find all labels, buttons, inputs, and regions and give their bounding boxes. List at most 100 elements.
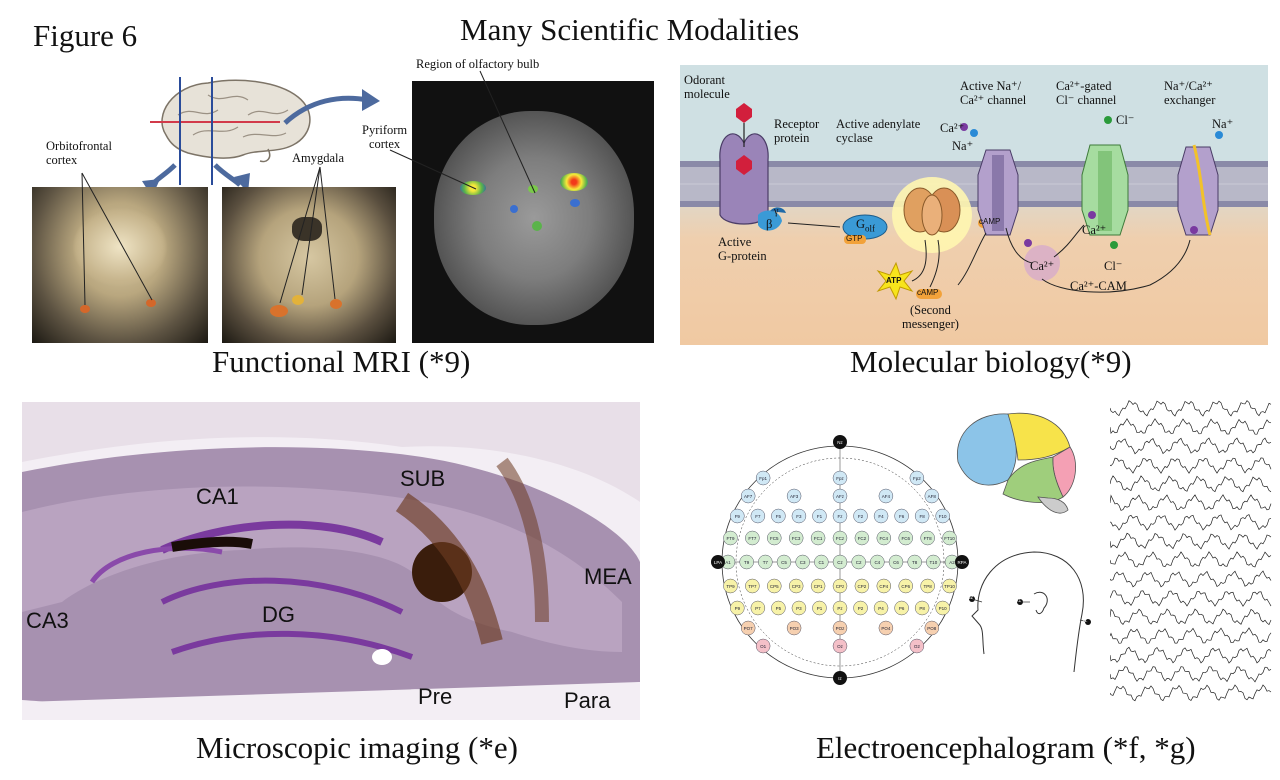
electrode-f6	[894, 508, 909, 524]
eeg-trace	[1110, 608, 1272, 626]
electrode-cp4	[876, 578, 892, 594]
electrode-label: C6	[893, 560, 899, 565]
electrode-af4	[878, 488, 894, 504]
electrode-label: Fp2	[913, 476, 921, 481]
hippocampus-stain	[22, 402, 640, 720]
eeg-trace	[1110, 418, 1272, 435]
electrode-label: F9	[735, 514, 741, 519]
eeg-trace	[1110, 457, 1272, 474]
electrode-label: FC4	[880, 536, 889, 541]
electrode-label: P9	[735, 606, 741, 611]
electrode-label: F5	[776, 514, 782, 519]
electrode-label: P4	[878, 606, 884, 611]
coronal-line-1	[179, 77, 181, 185]
electrode-c4	[870, 554, 885, 570]
electrode-label: FT9	[726, 536, 734, 541]
electrode-label: Fp1	[759, 476, 767, 481]
electrode-fc3	[788, 530, 804, 546]
electrode-label: TP7	[748, 584, 757, 589]
electrode-p8	[914, 600, 930, 616]
electrode-c6	[888, 554, 904, 570]
electrode-c3	[795, 554, 810, 570]
electrode-label: CP4	[879, 584, 888, 589]
eeg-trace	[1110, 666, 1272, 683]
ca-cam-label: Ca²⁺-CAM	[1070, 279, 1127, 293]
electrode-ft8	[920, 530, 935, 546]
electrode-p5	[771, 600, 786, 616]
caption-microscopic: Microscopic imaging (*e)	[196, 730, 518, 765]
electrode-p3	[791, 600, 807, 616]
eeg-trace	[1110, 514, 1272, 531]
electrode-label: T10	[929, 560, 937, 565]
gtp-label: GTP	[846, 234, 863, 243]
electrode-label: P6	[899, 606, 905, 611]
fmri-pointer-lines	[81, 70, 536, 306]
eeg-trace	[1110, 570, 1272, 588]
electrode-afz	[832, 488, 848, 504]
amygdala-label: Amygdala	[292, 151, 345, 165]
eeg-trace	[1110, 590, 1272, 607]
head-label-a1: A1	[1015, 598, 1022, 604]
electrode-label: RPA	[958, 560, 967, 565]
electrode-cp6	[898, 578, 913, 594]
electrode-label: TP9	[726, 584, 735, 589]
electrode-label: F6	[899, 514, 905, 519]
electrode-f1	[812, 508, 827, 524]
electrode-rpa	[955, 555, 969, 569]
electrode-po4	[878, 620, 894, 636]
electrode-label: FCz	[836, 536, 845, 541]
electrode-label: Oz	[837, 644, 844, 649]
electrode-label: AF3	[790, 494, 799, 499]
electrode-label: F2	[858, 514, 864, 519]
olfactory-label: Region of olfactory bulb	[416, 57, 540, 71]
electrode-c5	[776, 554, 792, 570]
electrode-label: O1	[760, 644, 767, 649]
electrode-label: Cz	[837, 560, 843, 565]
electrode-tp8	[920, 578, 935, 594]
electrode-label: C4	[874, 560, 880, 565]
electrode-label: F8	[919, 514, 925, 519]
eeg-trace	[1110, 684, 1272, 702]
ion-na-outside: Na⁺	[952, 139, 974, 153]
electrode-label: FC2	[858, 536, 867, 541]
electrode-fcz	[832, 530, 848, 546]
electrode-label: FT7	[748, 536, 756, 541]
electrode-fc4	[876, 530, 892, 546]
electrode-poz	[832, 620, 848, 636]
electrode-p1	[812, 600, 827, 616]
electrode-label: T9	[744, 560, 750, 565]
eeg-trace	[1110, 475, 1272, 493]
electrode-po8	[924, 620, 940, 636]
beta-label: β	[766, 217, 773, 231]
electrode-po7	[740, 620, 756, 636]
electrode-fp2	[909, 470, 925, 486]
electrode-label: C3	[800, 560, 806, 565]
electrode-nz	[833, 435, 847, 449]
electrode-label: CPz	[836, 584, 845, 589]
head-label-nz: Nz	[967, 595, 974, 601]
electrode-ft10	[942, 530, 957, 546]
electrode-fc6	[898, 530, 913, 546]
electrode-f10	[935, 508, 950, 524]
ion-ca-glow: Ca²⁺	[1030, 259, 1055, 273]
electrode-lpa	[711, 555, 725, 569]
electrode-label: F1	[817, 514, 823, 519]
electrode-tp10	[942, 578, 957, 594]
atp-label: ATP	[886, 276, 902, 285]
electrode-label: AF4	[882, 494, 891, 499]
electrode-label: TP8	[923, 584, 932, 589]
ca1-label: CA1	[196, 484, 239, 509]
electrode-label: CP2	[858, 584, 867, 589]
dg-label: DG	[262, 602, 295, 627]
electrode-label: P7	[755, 606, 761, 611]
electrode-label: P3	[796, 606, 802, 611]
electrode-label: CP5	[770, 584, 779, 589]
ion-ca-outside: Ca²⁺	[940, 121, 965, 135]
coronal-slice-1	[32, 187, 208, 343]
electrode-cp2	[854, 578, 870, 594]
electrode-t10	[926, 554, 941, 570]
